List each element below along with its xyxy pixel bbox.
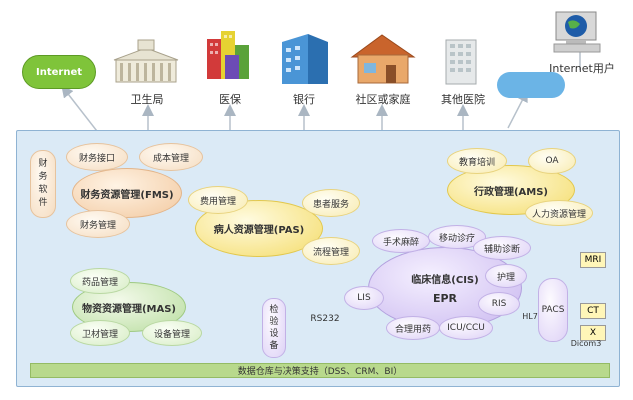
anesthesia-label: 手术麻醉 — [382, 237, 419, 248]
community-label: 社区或家庭 — [355, 93, 411, 106]
training-label: 教育培训 — [458, 157, 495, 168]
mri-label: MRI — [584, 255, 602, 265]
fee-management-node: 费用管理 — [188, 186, 248, 214]
patient-service-label: 患者服务 — [312, 199, 349, 210]
medication-label: 合理用药 — [394, 324, 431, 335]
finance-software-node: 财 务 软 件 — [30, 150, 56, 218]
finance-interface-node: 财务接口 — [66, 143, 128, 171]
ams-title: 行政管理(AMS) — [473, 186, 549, 198]
equipment-management-label: 设备管理 — [153, 329, 190, 340]
drug-management-node: 药品管理 — [70, 268, 130, 294]
ct-box: CT — [580, 303, 606, 319]
finance-interface-label: 财务接口 — [78, 153, 115, 164]
internet-label: Internet — [35, 66, 82, 78]
cost-management-node: 成本管理 — [139, 143, 203, 171]
icu-node: ICU/CCU — [439, 316, 493, 340]
ris-node: RIS — [478, 292, 520, 316]
computer-globe-icon — [553, 11, 601, 53]
aux-diagnosis-node: 辅助诊断 — [473, 236, 531, 260]
fee-management-label: 费用管理 — [199, 196, 236, 207]
insurance-label: 医保 — [219, 93, 241, 106]
cis-title: 临床信息(CIS) — [411, 275, 479, 286]
anesthesia-node: 手术麻醉 — [372, 229, 430, 253]
house-icon — [350, 34, 416, 84]
process-management-node: 流程管理 — [302, 237, 360, 265]
ct-label: CT — [587, 306, 599, 316]
fms-title: 财务资源管理(FMS) — [80, 189, 174, 201]
finance-management-label: 财务管理 — [79, 220, 116, 231]
process-management-label: 流程管理 — [312, 247, 349, 258]
data-warehouse-bar: 数据仓库与决策支持（DSS、CRM、BI） — [30, 363, 610, 378]
bank-building-icon — [282, 34, 328, 84]
hr-node: 人力资源管理 — [525, 200, 593, 226]
bank-label: 银行 — [293, 93, 315, 106]
hospital-building-icon — [445, 39, 477, 85]
lis-label: LIS — [357, 293, 371, 303]
internet-user-label: Internet用户 — [549, 62, 615, 75]
icu-label: ICU/CCU — [447, 323, 485, 333]
pacs-label: PACS — [541, 305, 565, 315]
lab-device-label: 检 验 设 备 — [269, 305, 279, 351]
x-box: X — [580, 325, 606, 341]
hl7-label: HL7 — [522, 312, 538, 321]
rs232-label: RS232 — [310, 314, 340, 324]
hr-label: 人力资源管理 — [531, 209, 586, 220]
pas-title: 病人资源管理(PAS) — [213, 225, 305, 236]
x-label: X — [589, 328, 597, 338]
mri-box: MRI — [580, 252, 606, 268]
medication-node: 合理用药 — [386, 316, 440, 340]
cloud-icon — [497, 72, 565, 98]
finance-management-node: 财务管理 — [66, 210, 130, 238]
nursing-node: 护理 — [485, 264, 527, 288]
data-warehouse-label: 数据仓库与决策支持（DSS、CRM、BI） — [237, 367, 403, 377]
equipment-management-node: 设备管理 — [142, 320, 202, 346]
insurance-buildings-icon — [207, 31, 249, 79]
epr-label: EPR — [432, 292, 458, 305]
training-node: 教育培训 — [447, 148, 507, 174]
internet-cloud-icon: Internet — [22, 55, 96, 89]
cost-management-label: 成本管理 — [152, 153, 189, 164]
pacs-node: PACS — [538, 278, 568, 342]
health-material-label: 卫材管理 — [81, 329, 118, 340]
ris-label: RIS — [491, 299, 507, 309]
lab-device-node: 检 验 设 备 — [262, 298, 286, 358]
finance-software-label: 财 务 软 件 — [38, 159, 48, 208]
health-material-node: 卫材管理 — [70, 320, 130, 346]
drug-management-label: 药品管理 — [81, 277, 118, 288]
health-bureau-label: 卫生局 — [130, 93, 164, 106]
patient-service-node: 患者服务 — [302, 189, 360, 217]
fms-node: 财务资源管理(FMS) — [72, 168, 182, 218]
aux-diagnosis-label: 辅助诊断 — [483, 244, 520, 255]
government-building-icon — [113, 39, 179, 83]
oa-node: OA — [528, 148, 576, 174]
nursing-label: 护理 — [496, 272, 515, 283]
other-hospital-label: 其他医院 — [441, 93, 485, 106]
lis-node: LIS — [344, 286, 384, 310]
mobile-care-label: 移动诊疗 — [438, 233, 475, 244]
oa-label: OA — [545, 156, 559, 166]
dicom-label: Dicom3 — [570, 339, 602, 348]
mas-title: 物资资源管理(MAS) — [81, 303, 177, 315]
